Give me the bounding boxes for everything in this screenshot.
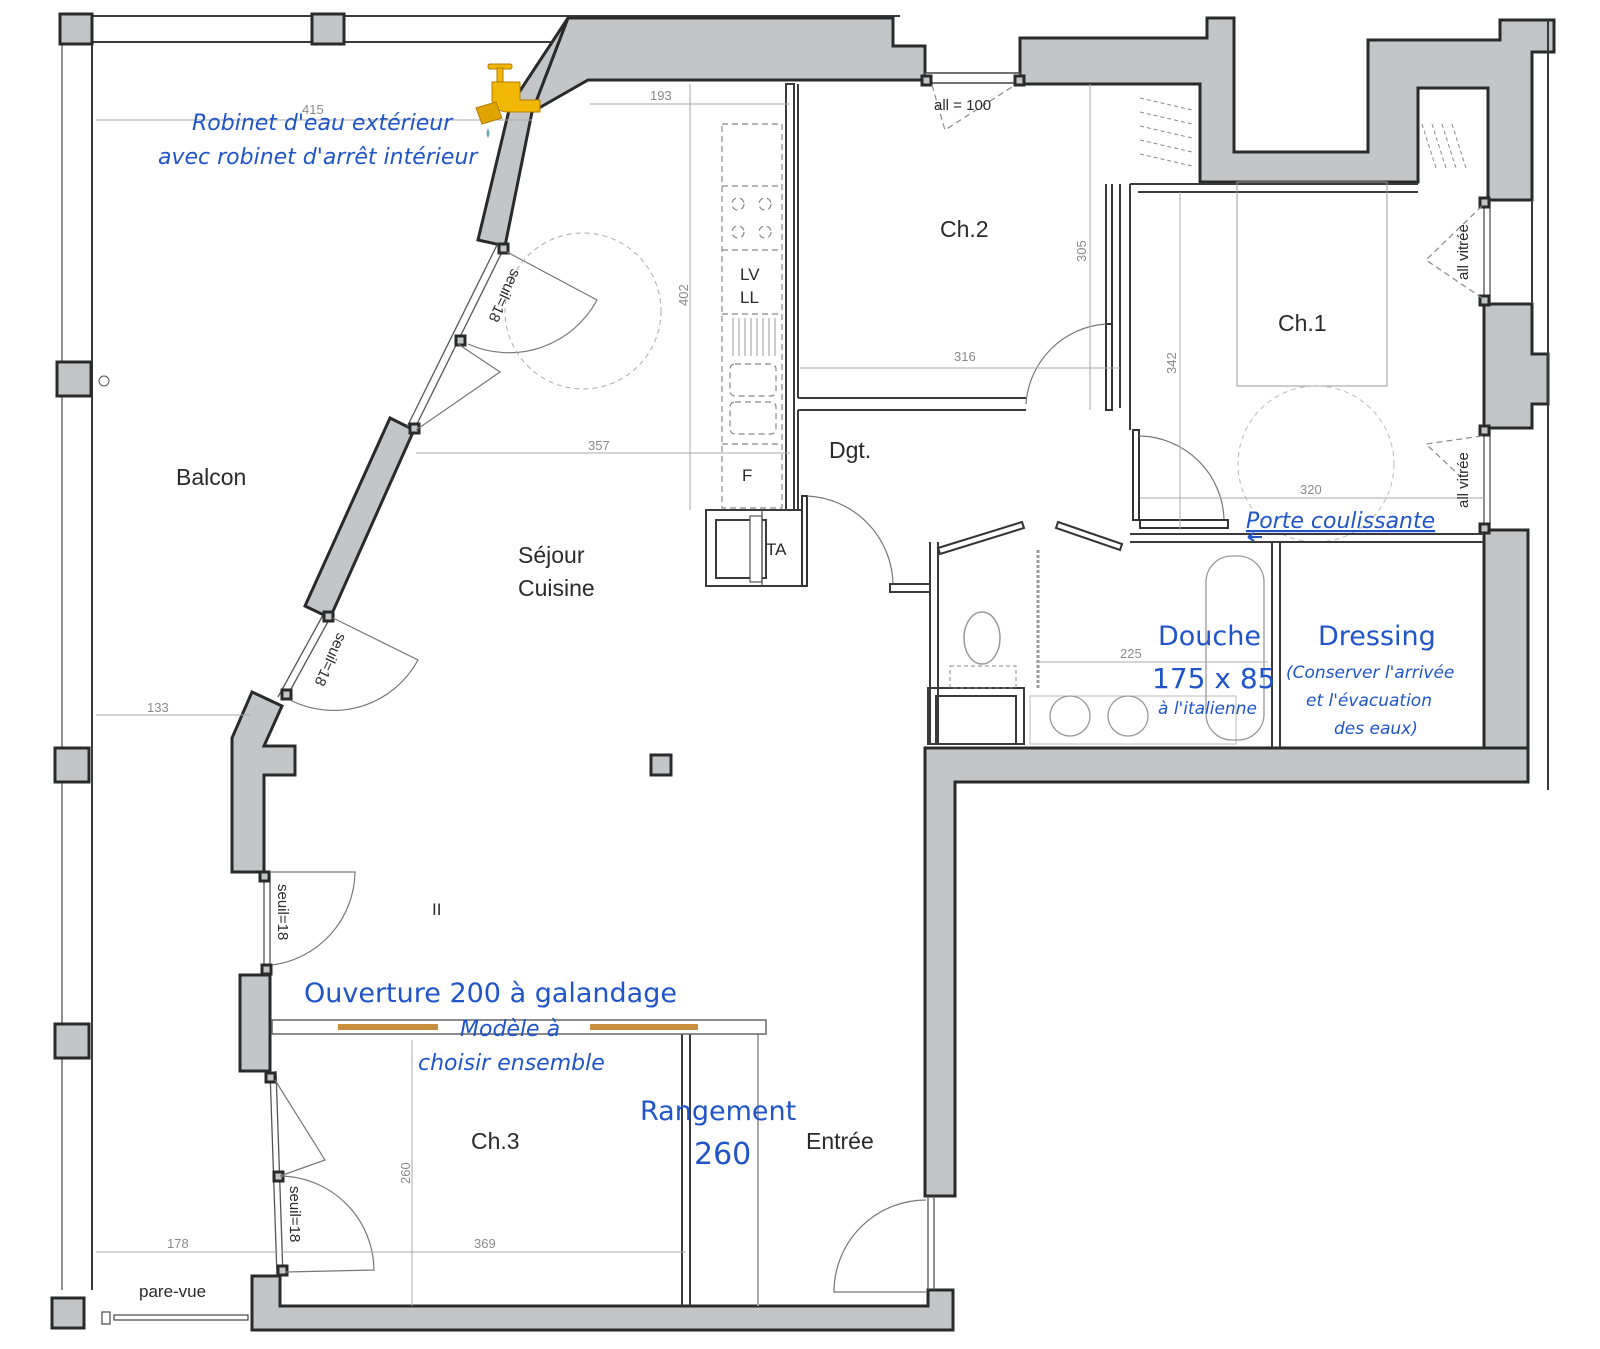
dim-193: 193 bbox=[650, 88, 672, 103]
ch1-door bbox=[1132, 429, 1225, 521]
fixture-lv: LV bbox=[740, 265, 760, 284]
dim-342: 342 bbox=[1164, 352, 1179, 374]
ta-cabinet bbox=[705, 495, 808, 587]
opening-all-vitree-bottom: all vitrée bbox=[1455, 452, 1472, 508]
opening-seuil-4: seuil=18 bbox=[286, 1186, 303, 1242]
room-label-sejour: Séjour bbox=[518, 542, 585, 568]
ch2-walls bbox=[797, 84, 1418, 510]
window-ch1-bottom bbox=[1424, 424, 1491, 535]
annotation-dressing-title: Dressing bbox=[1318, 621, 1436, 652]
room-label-ch1: Ch.1 bbox=[1278, 310, 1327, 336]
entry-door[interactable] bbox=[833, 1196, 935, 1293]
balcony-pillar bbox=[310, 12, 346, 46]
fixture-ta: TA bbox=[766, 540, 787, 559]
dim-357: 357 bbox=[588, 438, 610, 453]
room-label-ch2: Ch.2 bbox=[940, 216, 989, 242]
storage-hatch bbox=[1139, 97, 1467, 169]
annotation-robinet-line2: avec robinet d'arrêt intérieur bbox=[158, 145, 479, 170]
window-slanted-1 bbox=[406, 242, 598, 435]
balcony-pillar bbox=[55, 360, 93, 398]
pare-vue-screen bbox=[98, 375, 249, 1325]
ch1-bed bbox=[1236, 181, 1395, 543]
annotation-rangement-title: Rangement bbox=[640, 1096, 796, 1127]
dgt-door bbox=[806, 495, 939, 744]
pare-vue-label: pare-vue bbox=[139, 1282, 206, 1301]
balcony-pillar bbox=[53, 1022, 91, 1060]
sliding-door[interactable] bbox=[1130, 519, 1484, 543]
wall-left-lower bbox=[238, 973, 272, 1073]
arrow-left-icon bbox=[1247, 532, 1262, 542]
dim-225: 225 bbox=[1120, 646, 1142, 661]
door-panel-right[interactable] bbox=[590, 1024, 698, 1030]
annotation-dressing-line3: des eaux) bbox=[1334, 719, 1418, 739]
faucet-icon bbox=[475, 63, 541, 138]
balcony-pillar bbox=[53, 746, 91, 784]
balcony-pillar bbox=[58, 12, 94, 46]
window-left-1 bbox=[258, 870, 356, 976]
kitchen-counter bbox=[504, 84, 783, 510]
annotation-ouverture-title: Ouverture 200 à galandage bbox=[304, 978, 677, 1009]
door-panel-left[interactable] bbox=[338, 1024, 438, 1030]
room-label-dgt: Dgt. bbox=[829, 437, 871, 463]
annotation-ouverture-line2: choisir ensemble bbox=[418, 1051, 605, 1076]
dimension-lines bbox=[96, 84, 1484, 1306]
fixture-f: F bbox=[742, 466, 752, 485]
dim-316: 316 bbox=[954, 349, 976, 364]
window-slanted-2 bbox=[277, 610, 419, 712]
rangement-partitions bbox=[681, 1032, 759, 1306]
window-ch1-top bbox=[1425, 196, 1491, 307]
galandage-door[interactable] bbox=[271, 1019, 767, 1035]
dim-133: 133 bbox=[147, 700, 169, 715]
wall-left-bend bbox=[230, 689, 297, 874]
dim-178: 178 bbox=[167, 1236, 189, 1251]
window-left-2 bbox=[264, 1070, 375, 1277]
annotation-dressing-line2: et l'évacuation bbox=[1306, 691, 1432, 711]
bathroom bbox=[927, 520, 1281, 748]
dim-402: 402 bbox=[676, 284, 691, 306]
annotation-rangement-size: 260 bbox=[694, 1137, 751, 1172]
dim-369: 369 bbox=[474, 1236, 496, 1251]
room-label-ch3: Ch.3 bbox=[471, 1128, 520, 1154]
annotation-porte-coulissante: Porte coulissante bbox=[1246, 509, 1435, 534]
annotation-douche-sub: à l'italienne bbox=[1158, 699, 1257, 719]
fixture-ll: LL bbox=[740, 288, 759, 307]
opening-all-100: all = 100 bbox=[934, 97, 991, 114]
balcony-railing bbox=[60, 15, 900, 1290]
wall-right-lower bbox=[1482, 528, 1530, 750]
room-label-cuisine: Cuisine bbox=[518, 575, 595, 601]
annotation-douche-title: Douche bbox=[1158, 621, 1261, 652]
symbol-ii: II bbox=[432, 900, 441, 919]
room-label-balcon: Balcon bbox=[176, 464, 246, 490]
window-ch2 bbox=[920, 72, 1026, 131]
interior-pillar bbox=[649, 753, 673, 777]
dim-305: 305 bbox=[1074, 240, 1089, 262]
room-label-entree: Entrée bbox=[806, 1128, 874, 1154]
annotation-robinet-line1: Robinet d'eau extérieur bbox=[192, 111, 454, 136]
balcony-pillar bbox=[50, 1296, 86, 1330]
opening-seuil-3: seuil=18 bbox=[274, 884, 291, 940]
dim-260: 260 bbox=[398, 1162, 413, 1184]
annotation-dressing-line1: (Conserver l'arrivée bbox=[1286, 663, 1454, 683]
annotation-douche-size: 175 x 85 bbox=[1152, 662, 1275, 695]
dim-320: 320 bbox=[1300, 482, 1322, 497]
opening-all-vitree-top: all vitrée bbox=[1455, 224, 1472, 280]
wall-top-left bbox=[529, 16, 927, 116]
annotation-ouverture-line1: Modèle à bbox=[460, 1017, 560, 1042]
dim-415: 415 bbox=[302, 102, 324, 117]
